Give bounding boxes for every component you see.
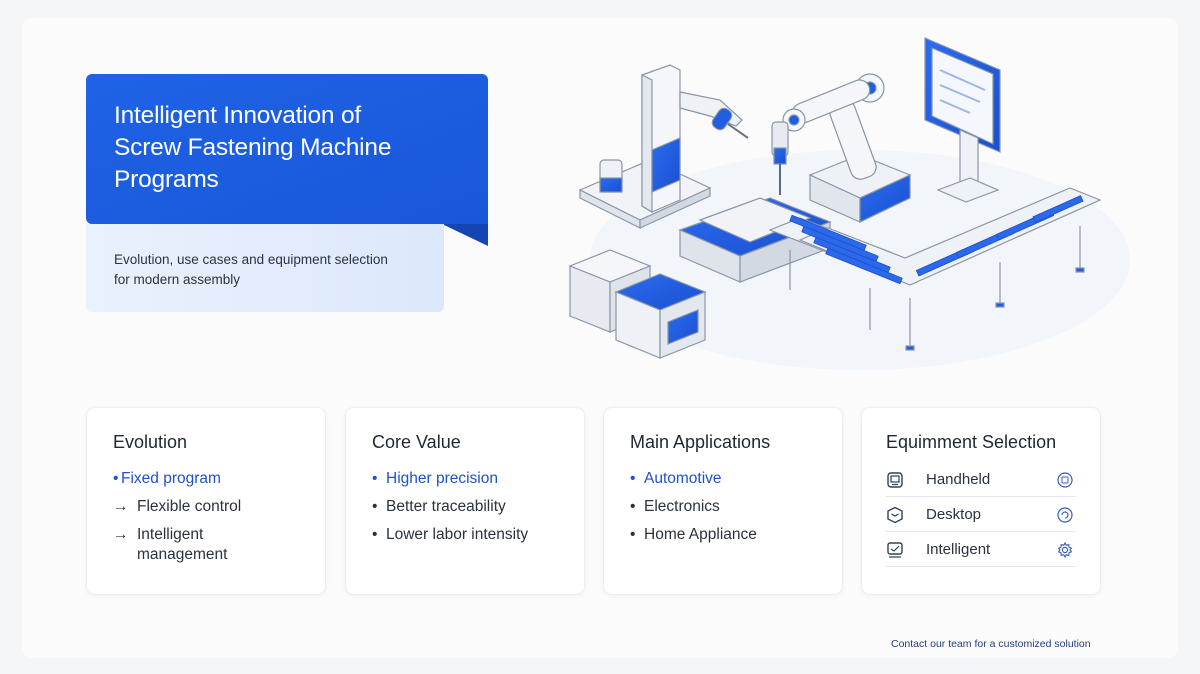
list-item-text: Electronics	[644, 498, 720, 515]
list-item-text: Intelligent management	[137, 526, 228, 563]
card-title: Evolution	[113, 432, 188, 452]
desktop-unit-icon	[886, 506, 926, 524]
handheld-device-icon	[886, 471, 926, 489]
bullet-marker: •	[630, 526, 636, 543]
selection-row-desktop[interactable]: Desktop	[886, 498, 1076, 532]
hero-subtitle-panel: Evolution, use cases and equipment selec…	[86, 224, 444, 312]
selection-label: Handheld	[926, 471, 991, 488]
list-item-text: Fixed program	[121, 470, 221, 487]
refresh-badge-icon	[1054, 506, 1076, 524]
card-evolution: Evolution •Fixed program → Flexible contr…	[87, 408, 325, 594]
assembly-line-illustration	[568, 37, 1130, 370]
card-title: Main Applications	[630, 432, 771, 452]
list-item: → Intelligent management	[113, 525, 299, 565]
list-item: • Electronics	[630, 497, 816, 517]
bullet-marker: •	[630, 470, 636, 487]
conveyor	[768, 187, 1102, 351]
hero-title-panel: Intelligent Innovation of Screw Fastenin…	[86, 74, 488, 246]
bullet-marker: •	[372, 526, 378, 543]
list-item: • Better traceability	[372, 497, 558, 517]
card-title: Core Value	[372, 432, 461, 452]
list-item: • Higher precision	[372, 469, 558, 489]
list-item: •Fixed program	[113, 469, 299, 489]
list-item: • Lower labor intensity	[372, 525, 558, 545]
gear-icon	[1054, 541, 1076, 559]
hero-title: Intelligent Innovation of Screw Fastenin…	[114, 102, 392, 193]
intelligent-panel-icon	[886, 541, 926, 559]
bullet-marker: •	[630, 498, 636, 515]
screw-station	[578, 64, 749, 229]
list-item-text: Lower labor intensity	[386, 526, 529, 543]
screwdriver-badge-icon	[1054, 471, 1076, 489]
list-item: • Automotive	[630, 469, 816, 489]
applications-list: • Automotive • Electronics • Home Appliance	[630, 469, 816, 545]
list-item-text: Better traceability	[386, 498, 506, 515]
arrow-right-icon: →	[113, 526, 129, 543]
list-item-text: Flexible control	[137, 498, 242, 515]
hero-subtitle: Evolution, use cases and equipment selec…	[114, 252, 388, 287]
arrow-right-icon: →	[113, 498, 129, 515]
selection-row-intelligent[interactable]: Intelligent	[886, 533, 1076, 567]
card-core-value: Core Value • Higher precision • Better tra…	[346, 408, 584, 594]
contact-footer-text[interactable]: Contact our team for a customized soluti…	[891, 638, 1091, 650]
card-main-applications: Main Applications • Automotive • Electroni…	[604, 408, 842, 594]
monitor	[924, 37, 1001, 203]
list-item-text: Home Appliance	[644, 526, 757, 543]
control-cabinets	[568, 249, 707, 359]
selection-label: Intelligent	[926, 541, 991, 558]
selection-label: Desktop	[926, 506, 982, 523]
evolution-list: •Fixed program → Flexible control → Intell…	[113, 469, 299, 565]
selection-row-handheld[interactable]: Handheld	[886, 463, 1076, 497]
list-item-text: Automotive	[644, 470, 722, 487]
list-item: • Home Appliance	[630, 525, 816, 545]
card-equipment-selection: Equimment Selection Handheld Desktop Int…	[862, 408, 1100, 594]
bullet-marker: •	[372, 498, 378, 515]
core-value-list: • Higher precision • Better traceability •…	[372, 469, 558, 545]
robot-arm	[771, 73, 912, 223]
bullet-marker: •	[113, 470, 119, 487]
card-title: Equimment Selection	[886, 432, 1057, 452]
list-item-text: Higher precision	[386, 470, 498, 487]
list-item: → Flexible control	[113, 497, 299, 517]
bullet-marker: •	[372, 470, 378, 487]
